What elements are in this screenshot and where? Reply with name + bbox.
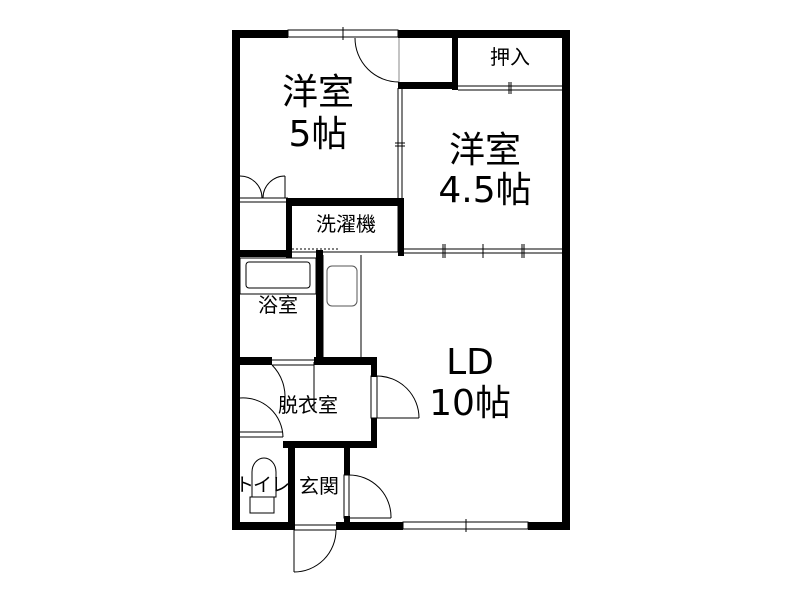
dressing-room-door [239,359,315,438]
room-name-toilet: トイレ [234,474,290,496]
room-size-western-4-5: 4.5帖 [438,170,532,211]
room-name-entrance: 玄関 [299,474,339,498]
room-name-ld: LD [446,342,494,383]
kitchen-counter [322,255,362,357]
label-washing-machine: 洗濯機 [316,212,376,236]
closet-sliding-door [458,82,562,94]
room-size-ld: 10帖 [429,383,511,424]
room-name-western-4-5: 洋室 [448,130,521,171]
room-name-dressing: 脱衣室 [278,393,338,417]
bathtub-icon [239,257,317,295]
toilet-icon [249,457,277,514]
sink-icon [326,265,358,307]
room-name-bathroom: 浴室 [258,293,298,317]
door-swing-room5 [354,37,400,83]
room-name-western-5: 洋室 [281,72,354,113]
room-size-western-5: 5帖 [288,114,348,155]
ld-sliding-door [404,244,565,258]
top-window [287,27,399,40]
storage-double-door [239,175,288,203]
bottom-window [402,519,529,532]
ld-door [370,375,420,419]
walls [232,30,570,530]
room-name-closet: 押入 [490,45,530,69]
front-door [293,524,337,573]
entrance-inner-door [343,474,392,519]
